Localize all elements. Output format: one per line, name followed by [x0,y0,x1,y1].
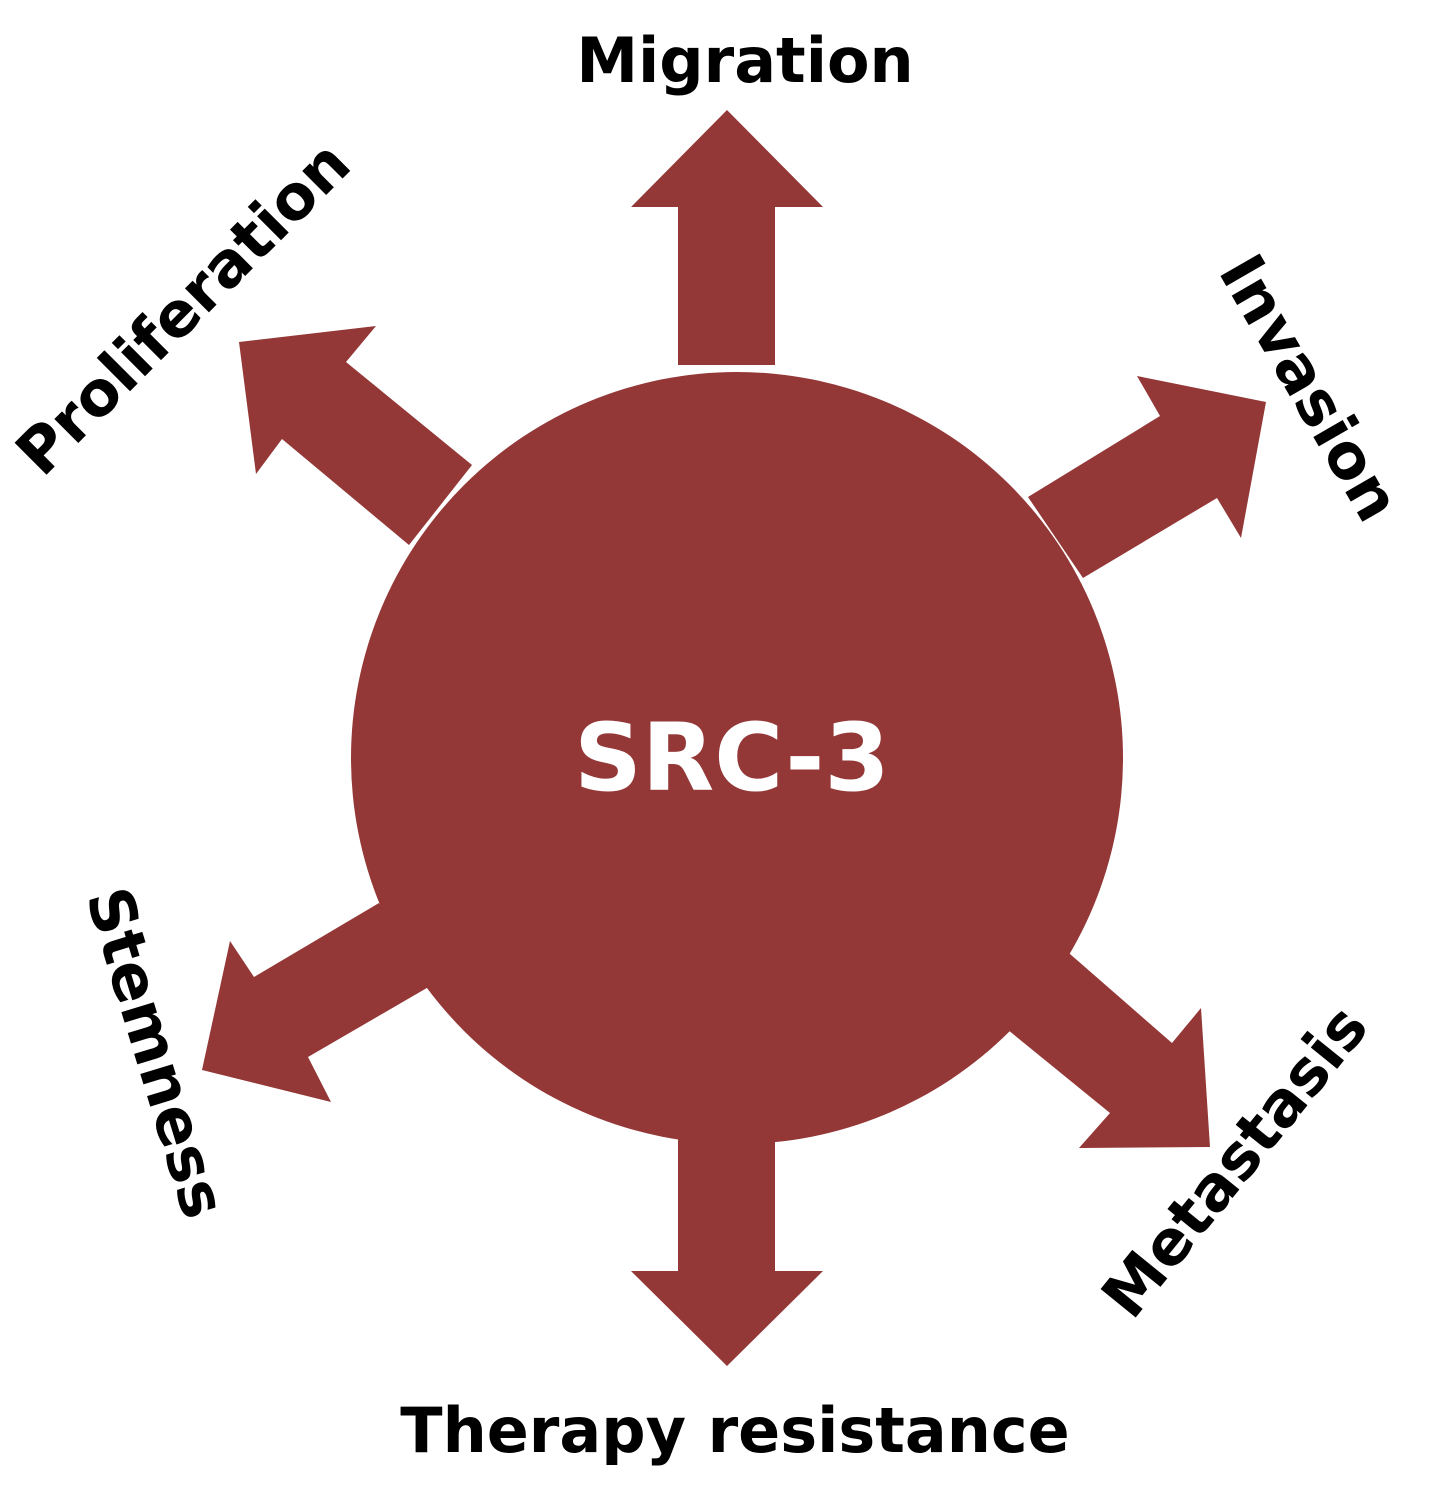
src3-circle [351,372,1123,1144]
arrow-metastasis [997,947,1210,1148]
arrows-group [202,110,1266,1366]
arrow-therapy-resistance [631,1110,823,1366]
src3-label: SRC-3 [574,704,890,813]
arrow-invasion [1028,376,1266,578]
arrow-proliferation [239,326,472,545]
arrow-stemness [202,903,432,1102]
label-therapy-resistance: Therapy resistance [400,1394,1069,1467]
label-migration: Migration [576,24,913,97]
arrow-migration [631,110,823,365]
